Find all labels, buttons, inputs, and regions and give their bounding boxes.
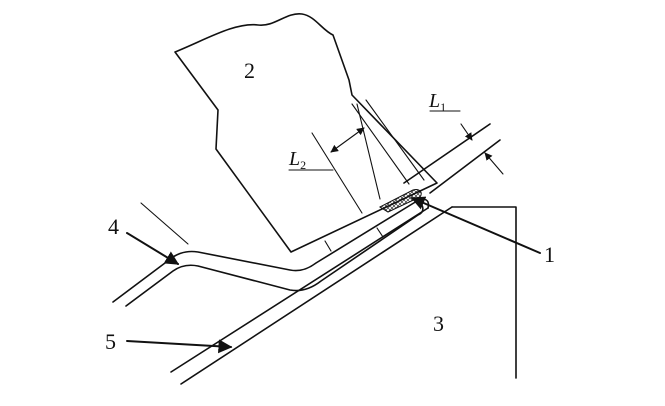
part-4-outer-edge	[112, 198, 430, 303]
part-3-block	[451, 206, 517, 379]
hint-line-4	[140, 202, 189, 245]
part-2-body	[174, 13, 438, 253]
part-2-inner-line-a	[351, 103, 410, 185]
label-3: 3	[433, 311, 444, 336]
l1-arrow-in	[460, 123, 473, 141]
leader-1	[410, 196, 541, 254]
element-1-hatched	[378, 189, 422, 213]
dimension-l2-letter: L	[288, 148, 300, 170]
dimension-l1-sub: 1	[440, 100, 446, 114]
label-5: 5	[105, 329, 116, 354]
l1-arrow-out	[484, 152, 504, 175]
l2-extension-right	[356, 103, 381, 200]
l1-rail-upper	[403, 123, 491, 184]
l2-extension-left	[311, 132, 363, 214]
part-2-inner-line-b	[365, 99, 425, 181]
leader-5	[126, 339, 233, 354]
label-2: 2	[244, 58, 255, 83]
dimension-l2-sub: 2	[300, 158, 306, 172]
dimension-l2: L2	[288, 148, 306, 172]
l2-dimension-arrow	[330, 127, 365, 153]
leader-4	[126, 232, 180, 265]
part-4-inner-edge	[125, 200, 424, 307]
label-1: 1	[544, 242, 555, 267]
dimension-l1: L1	[428, 90, 446, 114]
part-5-bottom-edge	[180, 206, 453, 385]
joint-tick-b	[376, 227, 384, 238]
l1-rail-lower	[429, 139, 501, 194]
dimension-l1-letter: L	[428, 90, 440, 112]
label-4: 4	[108, 214, 119, 239]
joint-tick-a	[324, 240, 332, 252]
